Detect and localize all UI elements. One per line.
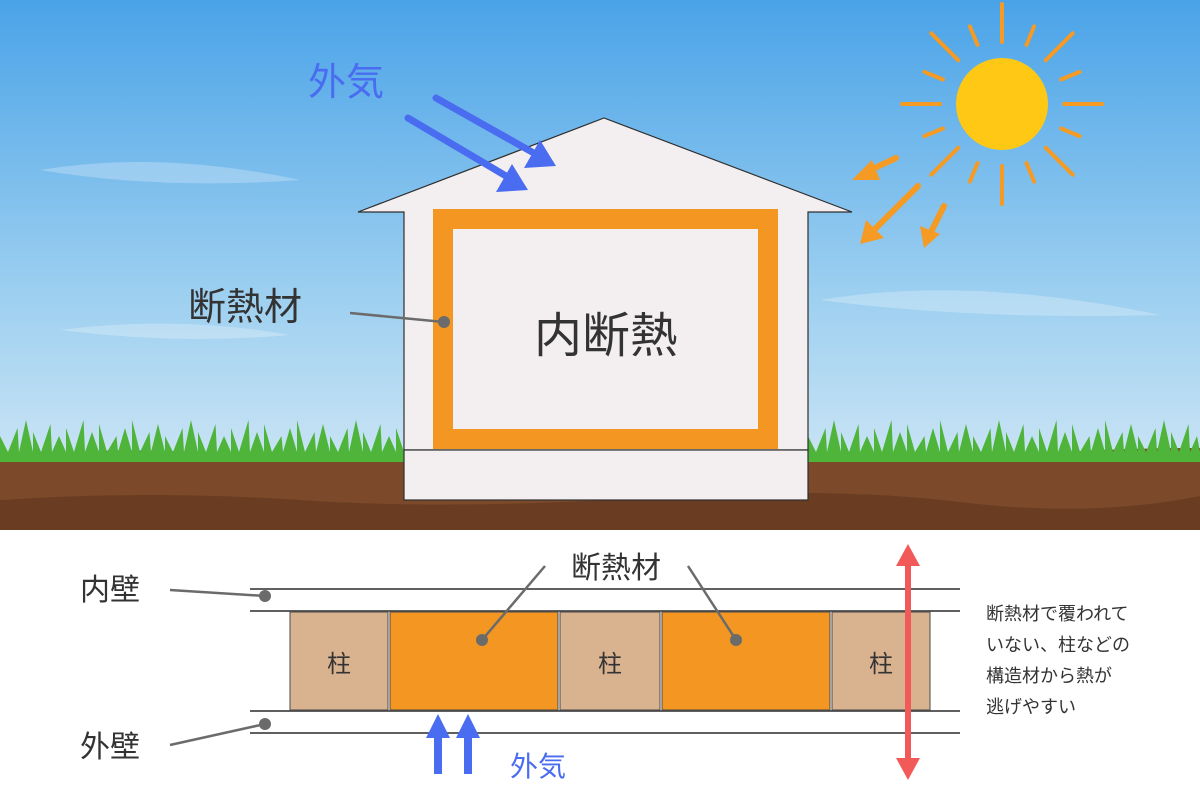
grass-blades xyxy=(0,420,404,462)
note-line-2: いない、柱などの xyxy=(986,635,1130,656)
grass-blades xyxy=(808,420,1200,462)
pillar-3 xyxy=(831,611,931,711)
insulation-leader-right-dot xyxy=(730,634,742,646)
grass-left xyxy=(0,420,404,462)
pillar-label-3: 柱 xyxy=(869,650,893,678)
insulation-leader-left-dot xyxy=(476,634,488,646)
sun-ray xyxy=(1059,69,1082,82)
heat-escape-arrow xyxy=(896,544,920,780)
air-up-head-1 xyxy=(426,714,450,738)
sun-ray xyxy=(1024,24,1037,47)
inner-wall-label: 内壁 xyxy=(80,573,140,608)
air-up-head-2 xyxy=(456,714,480,738)
outer-wall-leader-dot xyxy=(259,718,271,730)
insulation-frame xyxy=(433,209,778,449)
air-up-shaft-2 xyxy=(464,734,472,774)
insulation-label-top: 断熱材 xyxy=(188,285,302,329)
outer-wall-label: 外壁 xyxy=(80,730,140,765)
house-roof xyxy=(357,117,853,451)
sun-ray xyxy=(967,161,980,184)
sun-ray xyxy=(1024,161,1037,184)
sun-arrow-head-2 xyxy=(860,220,884,244)
sun-arrow-head-3 xyxy=(920,226,940,248)
insulation-leader-dot xyxy=(438,316,450,328)
air-up-shaft-1 xyxy=(434,734,442,774)
heat-arrows-sun xyxy=(852,155,947,248)
sun-ray xyxy=(922,126,945,139)
top-scene: 内断熱 断熱材 外気 xyxy=(0,0,1200,530)
sun-arrow-head-1 xyxy=(852,160,880,180)
house-label: 内断熱 xyxy=(534,308,678,364)
outside-air-arrows xyxy=(404,94,556,192)
house-foundation xyxy=(403,449,809,501)
outside-air-label-top: 外気 xyxy=(308,60,384,104)
air-arrow-shaft-1 xyxy=(432,94,536,156)
sun-ray xyxy=(929,145,961,177)
insulation-block-2 xyxy=(661,611,831,711)
air-arrow-shaft-2 xyxy=(404,114,510,180)
inner-wall-leader-line xyxy=(169,588,266,598)
sun xyxy=(900,2,1104,206)
wall-section: 柱 柱 柱 内壁 外壁 断熱材 外気 断熱材で覆わ xyxy=(80,544,1130,783)
air-arrow-head-1 xyxy=(524,140,556,168)
note-line-3: 構造材から熱が xyxy=(986,666,1112,687)
outer-wall-leader-line xyxy=(169,722,266,747)
heat-arrow-head-top xyxy=(896,544,920,566)
insulation-block-1 xyxy=(389,611,559,711)
sun-ray xyxy=(929,31,961,63)
insulation-leader-line xyxy=(349,311,445,324)
house: 内断熱 xyxy=(357,117,853,501)
pillar-2 xyxy=(559,611,661,711)
note-line-1: 断熱材で覆われて xyxy=(986,604,1129,625)
insulation-label-bottom: 断熱材 xyxy=(571,551,661,586)
soil-shade xyxy=(0,492,1200,530)
sun-ray xyxy=(967,24,980,47)
heat-arrow-shaft xyxy=(905,562,911,762)
pillar-label-1: 柱 xyxy=(327,650,351,678)
sun-ray xyxy=(1043,31,1075,63)
heat-arrow-head-bottom xyxy=(896,758,920,780)
outside-air-label-bottom: 外気 xyxy=(510,750,566,783)
sun-disc xyxy=(956,58,1048,150)
note-line-4: 逃げやすい xyxy=(986,697,1076,718)
clouds xyxy=(40,162,1160,339)
grass-right xyxy=(808,420,1200,462)
outside-air-arrows-bottom xyxy=(426,714,480,774)
insulation-leader-right xyxy=(686,565,738,641)
inner-wall-leader-dot xyxy=(259,590,271,602)
insulation-leader-left xyxy=(481,565,546,641)
air-arrow-head-2 xyxy=(496,164,528,192)
sun-rays xyxy=(900,2,1104,206)
pillar-label-2: 柱 xyxy=(598,650,622,678)
sun-ray xyxy=(1043,145,1075,177)
sun-arrow-shaft-2 xyxy=(869,183,921,235)
wall-lines xyxy=(250,588,960,734)
note: 断熱材で覆われて いない、柱などの 構造材から熱が 逃げやすい xyxy=(986,604,1130,718)
sun-ray xyxy=(922,69,945,82)
sun-arrow-shaft-3 xyxy=(927,203,947,237)
sun-ray xyxy=(1059,126,1082,139)
pillar-1 xyxy=(289,611,389,711)
